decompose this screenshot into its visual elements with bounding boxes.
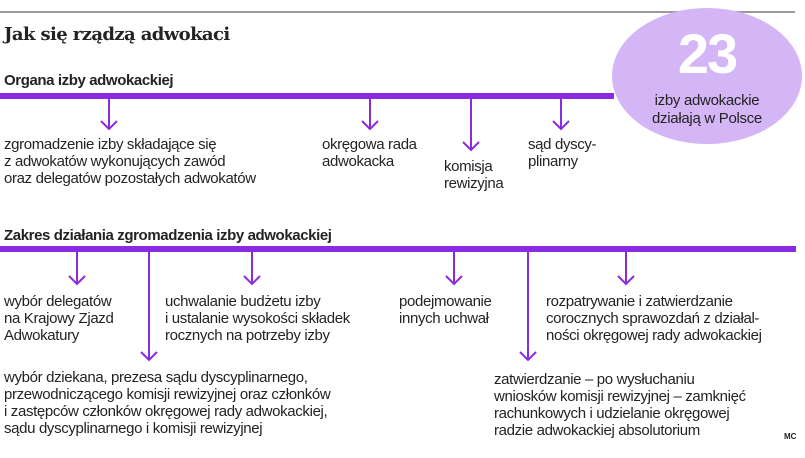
stat-value: 23 xyxy=(677,22,738,85)
scope-item-resolutions: podejmowanie innych uchwał xyxy=(399,293,492,327)
arrow-icon xyxy=(243,252,261,286)
scope-heading: Zakres działania zgromadzenia izby adwok… xyxy=(4,227,332,244)
organs-bar xyxy=(0,93,614,99)
scope-item-delegates: wybór delegatów na Krajowy Zjazd Adwokat… xyxy=(4,293,114,344)
organ-assembly: zgromadzenie izby składające się z adwok… xyxy=(4,136,256,187)
stat-label: izby adwokackie działają w Polsce xyxy=(652,92,762,127)
arrow-icon xyxy=(100,98,118,131)
arrow-icon xyxy=(68,252,86,286)
scope-bar xyxy=(0,246,796,252)
organs-heading: Organa izby adwokackiej xyxy=(4,72,174,89)
scope-item-budget: uchwalanie budżetu izby i ustalanie wyso… xyxy=(165,293,350,344)
arrow-icon xyxy=(361,98,379,131)
arrow-icon xyxy=(140,252,158,362)
arrow-icon xyxy=(462,98,480,152)
organ-audit-committee: komisja rewizyjna xyxy=(444,158,504,192)
organ-disciplinary-court: sąd dyscy- plinarny xyxy=(528,136,597,170)
scope-item-approval: zatwierdzanie – po wysłuchaniu wniosków … xyxy=(494,371,746,439)
stat-circle xyxy=(612,8,802,144)
top-divider xyxy=(0,11,795,13)
arrow-icon xyxy=(552,98,570,131)
arrow-icon xyxy=(617,252,635,286)
arrow-icon xyxy=(445,252,463,286)
credit: MC xyxy=(784,432,797,441)
arrow-icon xyxy=(519,252,537,362)
page-title: Jak się rządzą adwokaci xyxy=(4,24,230,45)
scope-item-elections: wybór dziekana, prezesa sądu dyscyplinar… xyxy=(4,369,331,437)
organ-council: okręgowa rada adwokacka xyxy=(322,136,417,170)
scope-item-reports: rozpatrywanie i zatwierdzanie corocznych… xyxy=(546,293,762,344)
